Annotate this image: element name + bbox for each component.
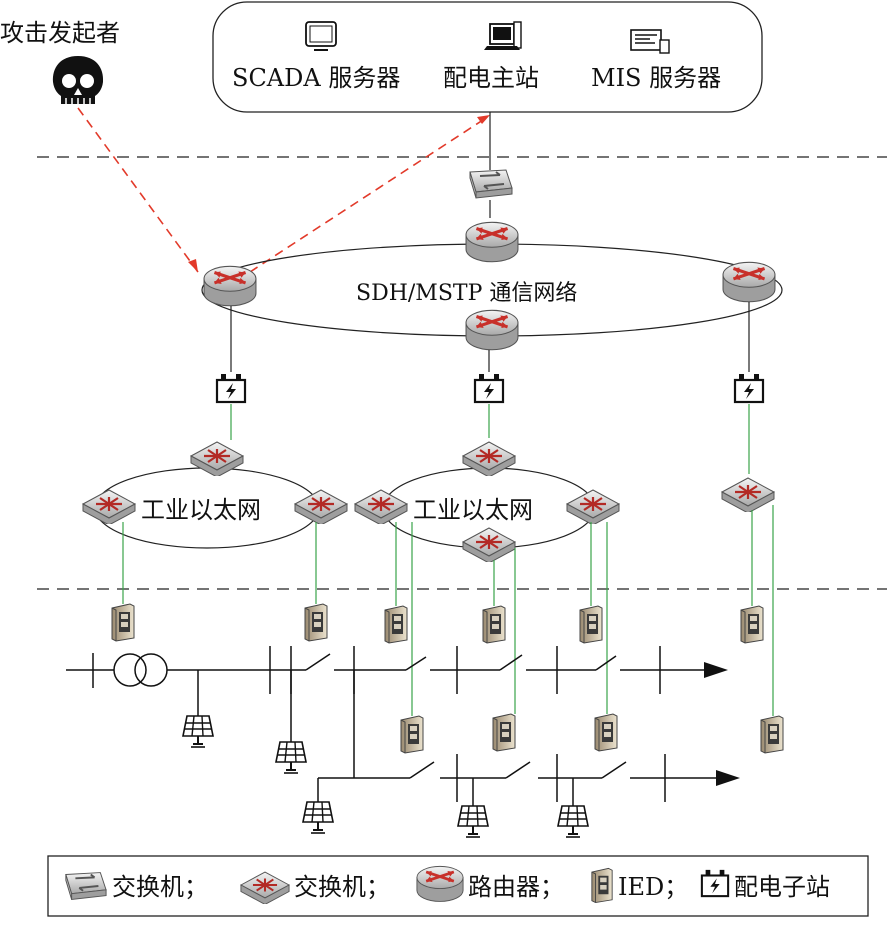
legend-switch-square-icon: [64, 871, 108, 901]
legend-item-switch-2: 交换机；: [294, 873, 390, 901]
server-icon: [630, 29, 670, 54]
ring-middle-switch-bottom: [462, 526, 516, 562]
solar-panel-4: [457, 805, 489, 838]
legend-item-switch-1: 交换机；: [112, 873, 208, 901]
router-top: [465, 220, 519, 264]
monitor-icon: [305, 21, 337, 51]
solar-panel-5: [557, 805, 589, 838]
ied-6: [740, 605, 764, 644]
ied-10: [760, 715, 784, 754]
legend-item-substation: 配电子站: [734, 873, 830, 901]
attack-arrow-out: [477, 115, 490, 124]
ring-middle-switch-top: [462, 440, 516, 476]
ied-2: [304, 603, 328, 642]
ied-7: [400, 715, 424, 754]
ied-3: [384, 605, 408, 644]
ring-left-switch-top: [190, 440, 244, 476]
legend-ied-icon: [591, 867, 613, 904]
master-station-label: 配电主站: [443, 64, 539, 92]
scada-server-label: SCADA 服务器: [232, 64, 400, 92]
ring-left-switch-right: [294, 488, 348, 524]
attacker-label: 攻击发起者: [0, 19, 120, 47]
standalone-switch: [720, 476, 776, 512]
ethernet-ring-middle-label: 工业以太网: [413, 496, 533, 524]
power-grid: [66, 646, 718, 806]
core-switch: [469, 169, 513, 199]
ied-4: [482, 605, 506, 644]
ied-1: [111, 603, 135, 642]
legend-router-icon: [416, 864, 464, 903]
router-bottom: [465, 308, 519, 352]
substation-middle: [473, 372, 505, 404]
solar-panel-3: [302, 801, 334, 834]
ied-5: [579, 605, 603, 644]
attack-path-in: [77, 107, 199, 273]
computer-icon: [484, 21, 522, 50]
solar-panel-2: [275, 741, 307, 774]
router-right: [722, 260, 776, 304]
control-center-box: [212, 1, 763, 113]
ethernet-ring-left-label: 工业以太网: [141, 496, 261, 524]
ied-9: [594, 713, 618, 752]
router-left: [203, 264, 257, 308]
bus-arrow-bottom: [716, 770, 740, 786]
bus-arrow-top: [704, 662, 728, 678]
legend-item-router: 路由器；: [468, 873, 564, 901]
ring-middle-switch-right: [566, 488, 620, 524]
ring-middle-switch-left: [354, 488, 408, 524]
substation-right: [733, 372, 765, 404]
solar-panel-1: [182, 715, 214, 748]
skull-icon: [52, 56, 104, 104]
ring-left-switch-left: [82, 488, 136, 524]
backbone-label: SDH/MSTP 通信网络: [356, 281, 577, 306]
substation-left: [215, 372, 247, 404]
mis-server-label: MIS 服务器: [591, 64, 721, 92]
attack-arrow-in: [188, 259, 198, 272]
attack-path-out: [249, 117, 487, 273]
ied-8: [492, 713, 516, 752]
ied-links: [122, 505, 774, 716]
legend-item-ied: IED；: [618, 873, 688, 901]
